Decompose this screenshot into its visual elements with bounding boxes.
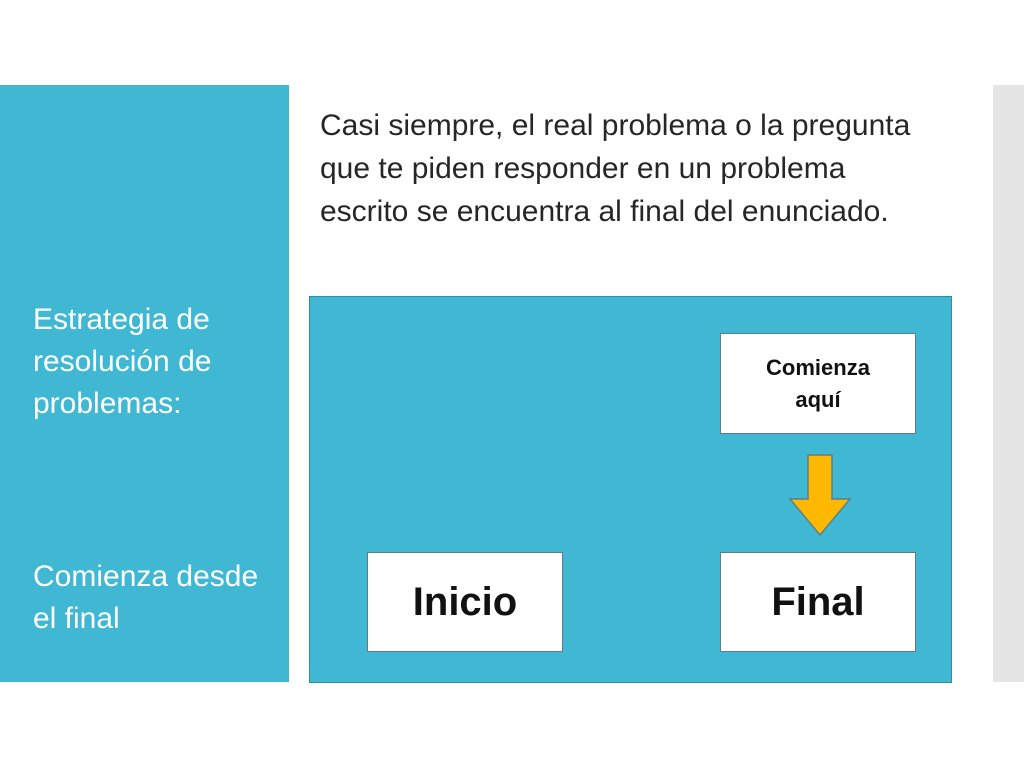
side-panel: Estrategia de resolución de problemas: C… (0, 85, 289, 682)
end-label: Final (771, 579, 865, 624)
start-box: Inicio (367, 552, 563, 652)
right-strip (993, 85, 1024, 682)
diagram-panel: Comienza aquí Inicio Final (309, 296, 952, 683)
start-label: Inicio (412, 579, 518, 624)
down-arrow-shape (788, 454, 852, 537)
side-heading: Estrategia de resolución de problemas: (33, 303, 212, 420)
end-box: Final (720, 552, 916, 652)
begin-here-label: Comienza aquí (766, 354, 870, 412)
side-subheading: Comienza desde el final (33, 560, 259, 635)
down-arrow-icon (788, 454, 852, 537)
intro-text: Casi siempre, el real problema o la preg… (320, 109, 911, 228)
begin-here-box: Comienza aquí (720, 333, 916, 434)
